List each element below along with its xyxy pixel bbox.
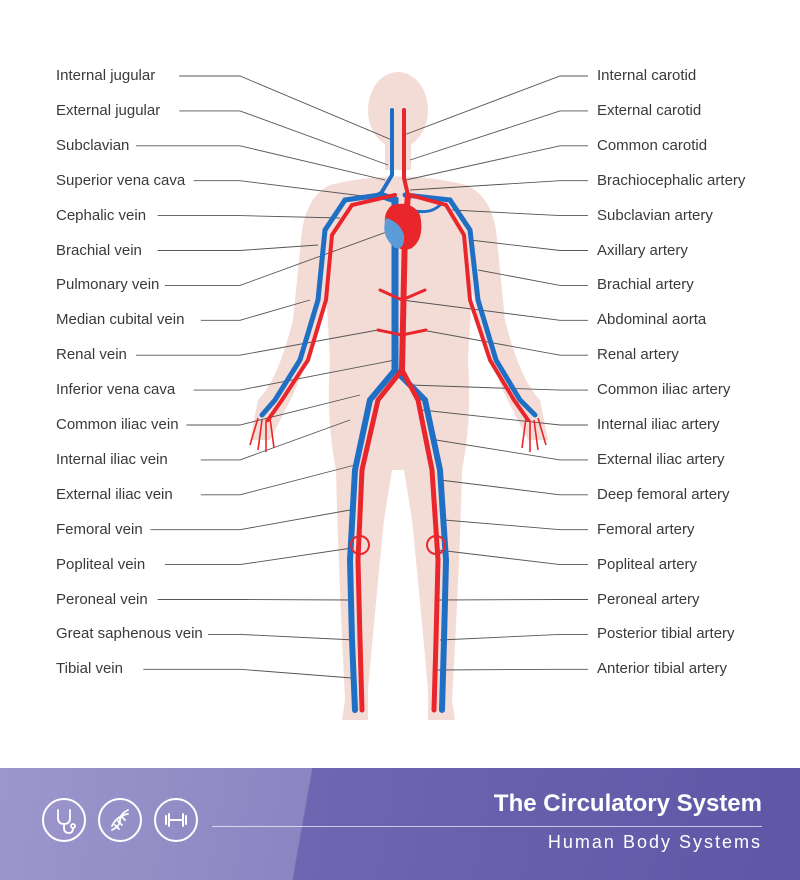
leader-line [409, 110, 588, 161]
right-label: Common carotid [597, 136, 708, 154]
left-label: Internal jugular [56, 67, 156, 84]
footer-divider [212, 826, 762, 827]
right-label: Internal iliac artery [597, 416, 720, 433]
left-label: Common iliac vein [56, 416, 179, 433]
leader-line [157, 215, 341, 219]
leader-line [443, 519, 588, 531]
leader-line [439, 633, 588, 641]
leader-line [435, 668, 588, 671]
left-label: Peroneal vein [56, 590, 148, 608]
leader-line [403, 75, 588, 136]
left-label: Median cubital vein [56, 311, 185, 329]
leader-line [150, 509, 351, 531]
leader-line [208, 633, 356, 641]
right-label: External iliac artery [597, 450, 725, 468]
leader-line [136, 145, 386, 181]
footer-subtitle: Human Body Systems [547, 832, 762, 852]
leader-line [437, 549, 588, 566]
veins [259, 108, 538, 713]
leader-line [143, 668, 353, 679]
dumbbell-icon [154, 798, 198, 842]
left-label: Tibial vein [56, 660, 123, 678]
footer-banner: The Circulatory System Human Body System… [0, 768, 800, 880]
left-label: Internal iliac vein [56, 450, 168, 468]
leader-line [164, 547, 353, 566]
right-label: Femoral artery [597, 520, 695, 538]
left-label: Renal vein [56, 346, 127, 364]
right-label: Subclavian artery [597, 206, 713, 224]
leader-line [179, 110, 389, 166]
hands [249, 417, 547, 452]
body-illustration [136, 72, 588, 720]
right-label: External carotid [597, 101, 702, 119]
body-silhouette [250, 72, 548, 720]
leader-line [421, 329, 588, 356]
leader-line [193, 180, 396, 201]
left-label: Superior vena cava [56, 171, 186, 189]
leader-line [469, 239, 588, 251]
right-label: Peroneal artery [597, 590, 700, 608]
right-label: Renal artery [597, 346, 679, 364]
left-label: Inferior vena cava [56, 381, 176, 399]
right-label: Brachial artery [597, 276, 694, 294]
right-label: Popliteal artery [597, 555, 698, 573]
stethoscope-icon [42, 798, 86, 842]
leader-line [477, 269, 588, 286]
left-label: Popliteal vein [56, 555, 146, 573]
left-label: External iliac vein [56, 485, 173, 503]
footer-title: The Circulatory System [493, 790, 762, 817]
right-label: Anterior tibial artery [597, 660, 728, 678]
right-label: Axillary artery [597, 241, 688, 259]
right-label: Common iliac artery [597, 381, 731, 399]
leader-line [157, 244, 319, 251]
left-label: Great saphenous vein [56, 625, 203, 643]
leader-line [200, 299, 311, 321]
leader-line [437, 599, 588, 601]
left-label: Brachial vein [56, 241, 142, 259]
leader-line [409, 180, 588, 191]
leader-line [200, 419, 351, 461]
leader-lines [136, 75, 588, 679]
dna-icon [98, 798, 142, 842]
leader-line [451, 209, 588, 217]
leader-line [193, 359, 396, 391]
knees [350, 535, 446, 555]
right-label: Deep femoral artery [597, 485, 730, 503]
leader-line [405, 145, 588, 181]
right-label: Posterior tibial artery [597, 625, 735, 643]
leader-line [179, 75, 393, 141]
left-label: Cephalic vein [56, 206, 147, 224]
leader-line [186, 394, 361, 426]
right-label: Internal carotid [597, 67, 697, 84]
leader-line [439, 479, 588, 496]
leader-line [164, 229, 393, 286]
leader-line [421, 409, 588, 426]
leader-line [409, 384, 588, 391]
left-label: Pulmonary vein [56, 276, 160, 294]
heart [384, 203, 422, 250]
leader-line [435, 439, 588, 461]
right-label: Abdominal aorta [597, 311, 707, 329]
leader-line [157, 599, 351, 601]
leader-line [136, 329, 379, 356]
left-label: External jugular [56, 101, 161, 119]
leader-line [401, 299, 588, 321]
leader-line [200, 464, 356, 496]
left-label: Femoral vein [56, 520, 143, 538]
right-label: Brachiocephalic artery [597, 171, 746, 189]
left-label: Subclavian [56, 136, 130, 154]
